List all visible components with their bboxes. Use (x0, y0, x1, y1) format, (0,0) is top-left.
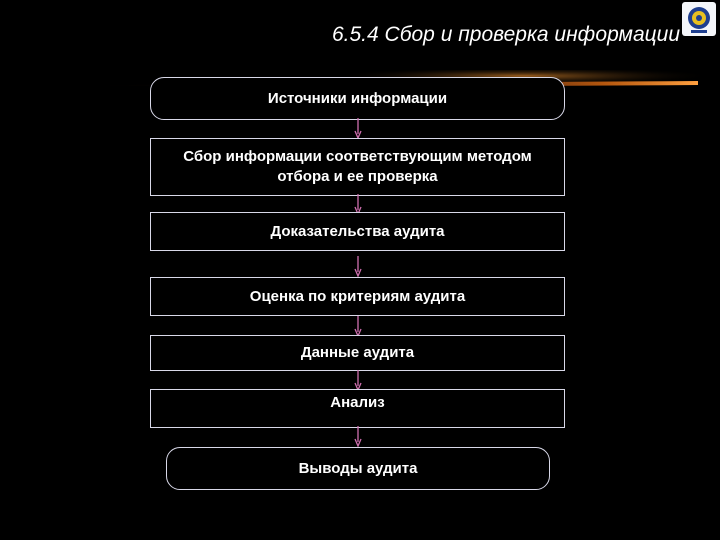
node-conclusions: Выводы аудита (166, 447, 550, 490)
node-sources: Источники информации (150, 77, 565, 120)
node-findings-label: Данные аудита (300, 344, 415, 361)
node-collection: Сбор информации соответствующим методом … (150, 138, 565, 196)
emblem-icon (682, 2, 716, 36)
node-evaluation-label: Оценка по критериям аудита (249, 287, 466, 305)
arrow-1 (353, 118, 363, 140)
node-conclusions-label: Выводы аудита (298, 459, 418, 477)
page-title: 6.5.4 Сбор и проверка информации (331, 23, 680, 46)
node-analysis-label: Анализ (330, 393, 385, 411)
arrow-6 (353, 426, 363, 448)
node-evidence-label: Доказательства аудита (270, 222, 445, 240)
arrow-3 (353, 256, 363, 278)
node-sources-label: Источники информации (267, 89, 448, 107)
node-analysis: Анализ (150, 389, 565, 428)
node-evaluation: Оценка по критериям аудита (150, 277, 565, 316)
node-findings: Данные аудита (150, 335, 565, 371)
node-collection-label: Сбор информации соответствующим методом … (183, 148, 532, 185)
node-evidence: Доказательства аудита (150, 212, 565, 251)
